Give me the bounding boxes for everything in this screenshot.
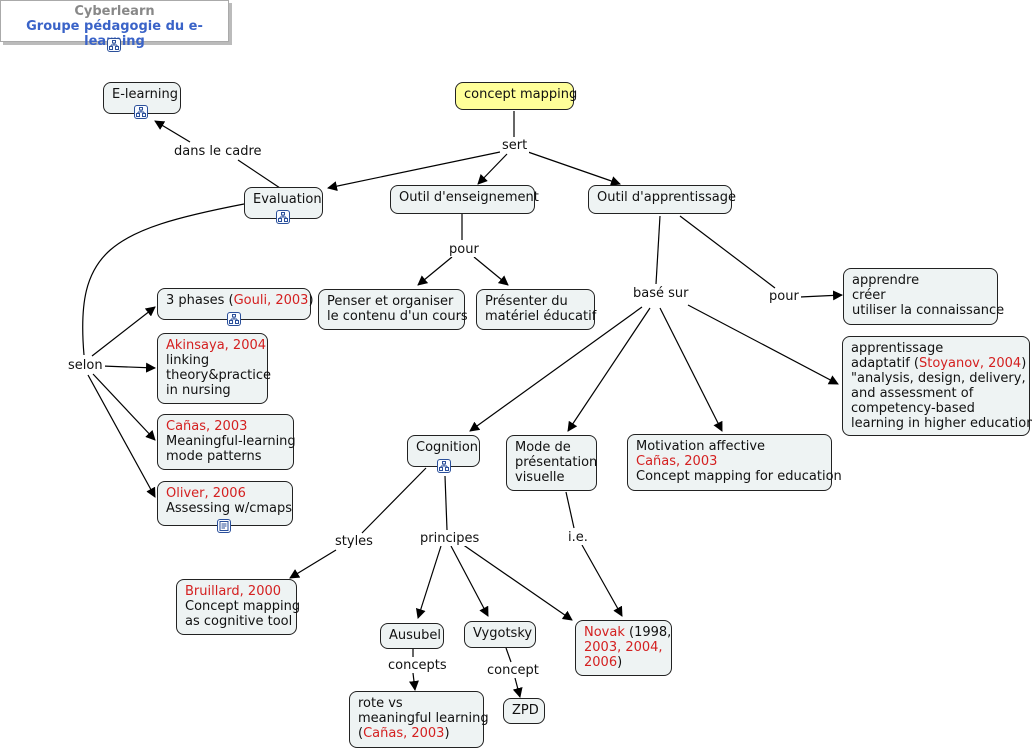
node-oliver-line1: Assessing w/cmaps	[166, 501, 293, 516]
node-motivation-affective[interactable]: Motivation affective Cañas, 2003 Concept…	[627, 434, 842, 491]
link-label-principes: principes	[418, 531, 482, 546]
node-adaptatif-line2-pre: adaptatif (	[851, 356, 919, 371]
node-gouli-pre: 3 phases (	[166, 293, 234, 308]
node-rote-line1: rote vs	[358, 696, 403, 711]
link-label-base-sur: basé sur	[631, 286, 691, 301]
node-presenter-line2: matériel éducatif	[485, 309, 597, 324]
node-mode-line2: présentation	[515, 455, 598, 470]
node-adaptatif-quote3: competency-based	[851, 401, 975, 416]
link-label-selon: selon	[66, 358, 105, 373]
node-penser-organiser[interactable]: Penser et organiser le contenu d'un cour…	[318, 289, 468, 330]
node-penser-line1: Penser et organiser	[327, 294, 454, 309]
node-apprendre[interactable]: apprendre créer utiliser la connaissance	[843, 268, 1005, 325]
node-rote-meaningful[interactable]: rote vs meaningful learning (Cañas, 2003…	[349, 691, 489, 748]
node-rote-line2: meaningful learning	[358, 711, 489, 726]
node-ausubel-label: Ausubel	[389, 628, 442, 643]
reference-gouli[interactable]: Gouli, 2003	[233, 293, 309, 308]
node-akinsaya-line1: linking	[166, 353, 210, 368]
reference-canas-2003[interactable]: Cañas, 2003	[166, 419, 248, 434]
map-header: Cyberlearn Groupe pédagogie du e-learnin…	[0, 0, 229, 49]
reference-novak-years2[interactable]: 2003, 2004,	[584, 640, 663, 655]
link-label-pour-enseignement: pour	[447, 242, 481, 257]
reference-novak-years3[interactable]: 2006	[584, 655, 618, 670]
header-title: Cyberlearn	[74, 4, 155, 19]
submap-icon[interactable]	[227, 312, 241, 326]
node-adaptatif-quote4: learning in higher education"	[851, 416, 1032, 431]
node-evaluation[interactable]: Evaluation	[244, 187, 323, 219]
link-label-pour-apprentissage: pour	[767, 289, 801, 304]
link-label-ie: i.e.	[566, 530, 590, 545]
node-e-learning[interactable]: E-learning	[103, 82, 181, 114]
link-label-dans-le-cadre: dans le cadre	[172, 144, 264, 159]
node-mode-line3: visuelle	[515, 470, 565, 485]
node-apprentissage-adaptatif[interactable]: apprentissage adaptatif (Stoyanov, 2004)…	[842, 336, 1032, 436]
node-vygotsky-label: Vygotsky	[473, 626, 533, 641]
node-cognition[interactable]: Cognition	[407, 435, 480, 467]
node-mode-presentation[interactable]: Mode de présentation visuelle	[506, 435, 597, 491]
reference-bruillard[interactable]: Bruillard, 2000	[185, 584, 282, 599]
link-label-styles: styles	[333, 534, 375, 549]
node-akinsaya-line2: theory&practice	[166, 368, 272, 383]
submap-icon[interactable]	[437, 459, 451, 473]
node-apprendre-line2: créer	[852, 288, 886, 303]
reference-novak[interactable]: Novak	[584, 625, 625, 640]
node-canas-meaningful[interactable]: Cañas, 2003 Meaningful-learning mode pat…	[157, 414, 296, 470]
node-motivation-line1: Motivation affective	[636, 439, 766, 454]
node-motivation-line3: Concept mapping for education	[636, 469, 842, 484]
node-novak-close: )	[617, 655, 623, 670]
node-akinsaya-line3: in nursing	[166, 383, 231, 398]
node-outil-enseignement-label: Outil d'enseignement	[399, 190, 539, 205]
link-label-sert: sert	[500, 138, 530, 153]
node-adaptatif-line1: apprentissage	[851, 341, 944, 356]
node-mode-line1: Mode de	[515, 440, 571, 455]
document-icon[interactable]	[217, 519, 231, 533]
node-outil-apprentissage[interactable]: Outil d'apprentissage	[588, 185, 736, 214]
reference-canas-rote[interactable]: Cañas, 2003	[363, 726, 445, 741]
node-zpd-label: ZPD	[512, 703, 539, 718]
node-concept-mapping-label: concept mapping	[464, 87, 578, 102]
node-apprendre-line3: utiliser la connaissance	[852, 303, 1005, 318]
node-presenter-materiel[interactable]: Présenter du matériel éducatif	[476, 289, 597, 330]
node-novak-years1: (1998,	[624, 625, 672, 640]
node-outil-enseignement[interactable]: Outil d'enseignement	[390, 185, 539, 214]
node-bruillard[interactable]: Bruillard, 2000 Concept mapping as cogni…	[176, 579, 301, 635]
node-adaptatif-quote2: and assessment of	[851, 386, 974, 401]
node-ausubel[interactable]: Ausubel	[380, 623, 444, 649]
node-penser-line2: le contenu d'un cours	[327, 309, 468, 324]
link-label-concepts: concepts	[386, 658, 449, 673]
link-label-concept: concept	[485, 663, 541, 678]
node-concept-mapping[interactable]: concept mapping	[455, 82, 578, 110]
node-zpd[interactable]: ZPD	[503, 698, 545, 724]
reference-canas-motivation[interactable]: Cañas, 2003	[636, 454, 718, 469]
node-e-learning-label: E-learning	[112, 87, 178, 102]
node-cognition-label: Cognition	[416, 440, 479, 455]
node-canas-line2: mode patterns	[166, 449, 262, 464]
reference-stoyanov[interactable]: Stoyanov, 2004	[919, 356, 1022, 371]
submap-icon[interactable]	[134, 105, 148, 119]
node-adaptatif-line2-post: )	[1021, 356, 1027, 371]
node-vygotsky[interactable]: Vygotsky	[464, 621, 536, 648]
node-bruillard-line2: as cognitive tool	[185, 614, 293, 629]
submap-icon[interactable]	[276, 210, 290, 224]
node-gouli-post: )	[308, 293, 314, 308]
reference-oliver[interactable]: Oliver, 2006	[166, 486, 246, 501]
node-adaptatif-quote1: "analysis, design, delivery,	[851, 371, 1026, 386]
node-evaluation-label: Evaluation	[253, 192, 322, 207]
node-novak[interactable]: Novak (1998, 2003, 2004, 2006)	[575, 620, 672, 676]
submap-icon[interactable]	[107, 38, 121, 52]
node-outil-apprentissage-label: Outil d'apprentissage	[597, 190, 736, 205]
node-presenter-line1: Présenter du	[485, 294, 568, 309]
node-rote-post: )	[444, 726, 450, 741]
node-canas-line1: Meaningful-learning	[166, 434, 296, 449]
reference-akinsaya[interactable]: Akinsaya, 2004	[166, 338, 267, 353]
node-akinsaya[interactable]: Akinsaya, 2004 linking theory&practice i…	[157, 333, 272, 404]
node-apprendre-line1: apprendre	[852, 273, 920, 288]
node-bruillard-line1: Concept mapping	[185, 599, 301, 614]
node-rote-pre: (	[358, 726, 364, 741]
